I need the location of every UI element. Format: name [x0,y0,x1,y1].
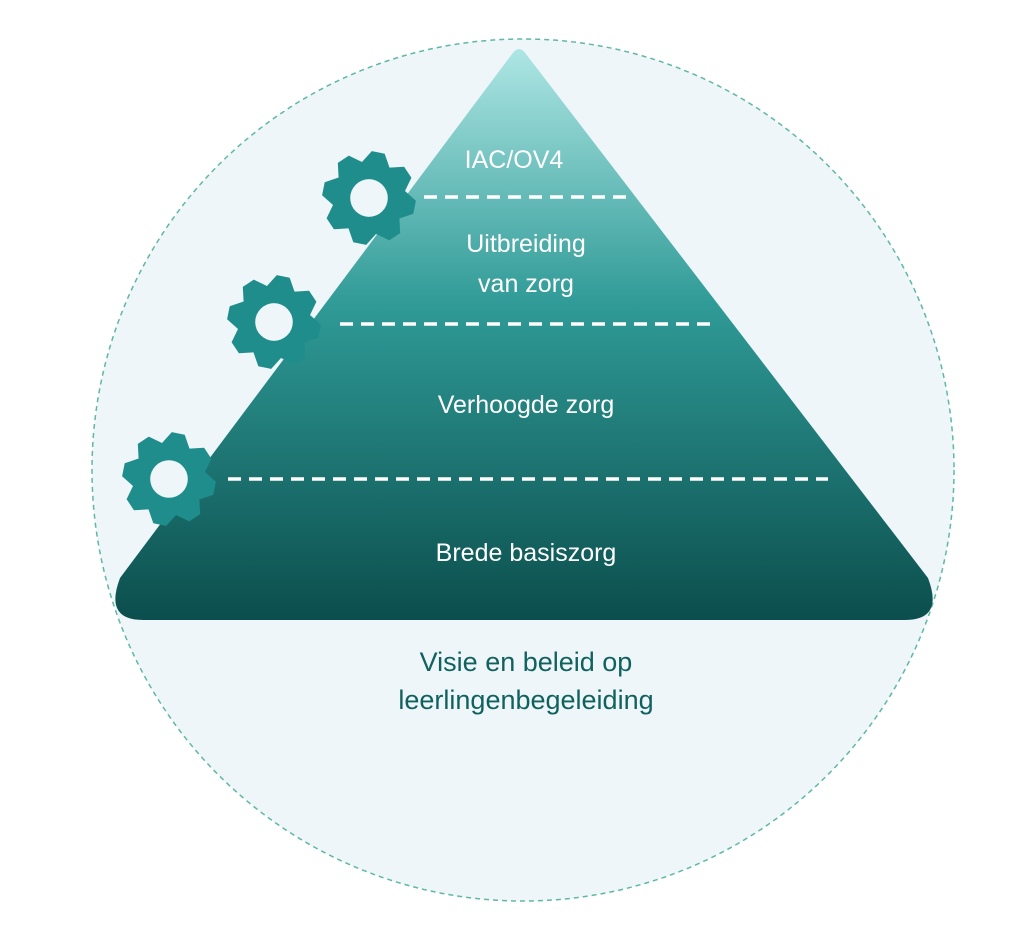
tier-label-second-line-1: Uitbreiding [466,230,586,258]
tier-dividers [228,195,828,481]
foundation-circle-border [91,38,955,902]
gear-icon [322,151,416,245]
tier-label-second-line-2: van zorg [478,270,574,298]
gear-icon [122,432,216,526]
foundation-label-line-2: leerlingenbegeleiding [398,685,653,715]
gear-group [122,151,416,526]
tier-label-top: IAC/OV4 [465,146,564,174]
gear-icon [227,275,321,369]
foundation-label-line-1: Visie en beleid op [420,647,633,677]
tier-label-third: Verhoogde zorg [438,391,615,419]
tier-label-base: Brede basiszorg [436,539,617,567]
